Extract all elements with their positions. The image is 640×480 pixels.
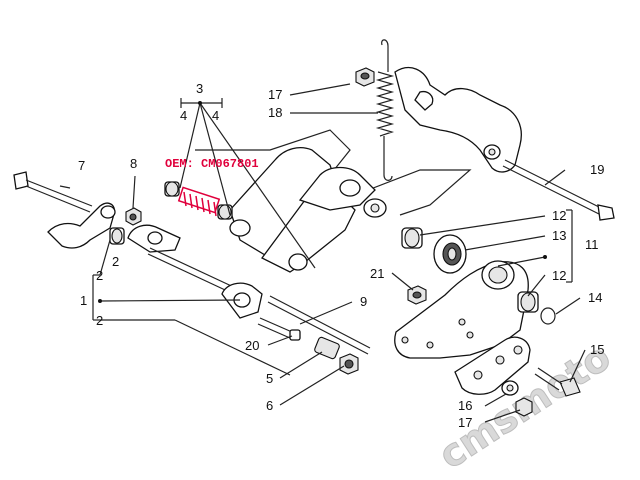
callout-16: 16 [458, 398, 472, 413]
callout-14: 14 [588, 290, 602, 305]
nut-part-17-bottom [515, 397, 533, 417]
callout-1: 1 [80, 293, 87, 308]
callout-15: 15 [590, 342, 604, 357]
nut-part-8 [125, 207, 142, 226]
callout-6: 6 [266, 398, 273, 413]
callout-18: 18 [268, 105, 282, 120]
callout-20: 20 [245, 338, 259, 353]
callout-5: 5 [266, 371, 273, 386]
callout-4-left: 4 [180, 108, 187, 123]
circlip-part-14 [540, 307, 556, 325]
callout-19: 19 [590, 162, 604, 177]
callout-17-top: 17 [268, 87, 282, 102]
pivot-bracket [127, 224, 181, 253]
callout-8: 8 [130, 156, 137, 171]
mounting-plate [454, 336, 531, 395]
threaded-bushing-part-5 [314, 336, 340, 360]
bushing-part-4-right [217, 204, 233, 220]
bushing-part-12-upper [401, 227, 423, 249]
callout-17-bottom: 17 [458, 415, 472, 430]
washer-part-16 [501, 380, 519, 396]
frame-bracket [394, 67, 522, 173]
group-bracket-3 [180, 98, 223, 108]
spring-part-18 [375, 39, 395, 181]
callout-13: 13 [552, 228, 566, 243]
oem-part-label: OEM: CM067801 [165, 157, 259, 171]
callout-7: 7 [78, 158, 85, 173]
bushing-part-2-upper [109, 227, 125, 245]
bolt-part-7 [13, 171, 93, 213]
nut-part-6 [339, 353, 359, 375]
callout-2-upper: 2 [96, 268, 103, 283]
leader-lines [59, 83, 586, 423]
bolt-part-9 [267, 295, 371, 355]
spacer-part-20 [257, 317, 301, 341]
bushing-part-12-lower [517, 291, 539, 313]
callout-11: 11 [585, 237, 599, 252]
shock-bracket-part-11 [394, 260, 529, 359]
callout-2-mid: 2 [112, 254, 119, 269]
callout-4-right: 4 [212, 108, 219, 123]
callout-12-lower: 12 [552, 268, 566, 283]
callout-12-upper: 12 [552, 208, 566, 223]
engine-mount-bracket [47, 202, 116, 249]
callout-2-lower: 2 [96, 313, 103, 328]
callout-3: 3 [196, 81, 203, 96]
nut-part-21 [407, 285, 427, 305]
roller-part-3-highlighted [177, 186, 221, 217]
bolt-part-15 [534, 367, 581, 397]
group-bracket-1 [92, 274, 102, 321]
nut-part-17-top [355, 67, 375, 87]
group-bracket-11 [543, 209, 573, 283]
bearing-part-13 [433, 234, 467, 274]
pivot-shaft-part-1 [147, 247, 241, 297]
callout-9: 9 [360, 294, 367, 309]
swing-arm [229, 147, 387, 273]
bolt-part-19 [502, 159, 615, 221]
bushing-part-4-left [164, 181, 180, 197]
callout-21: 21 [370, 266, 384, 281]
